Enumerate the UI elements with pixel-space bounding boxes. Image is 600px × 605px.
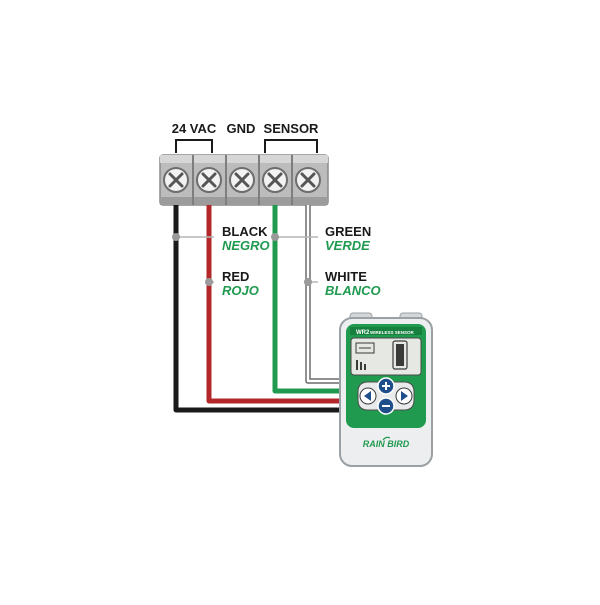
left-arrow-icon bbox=[364, 391, 371, 401]
screw-4 bbox=[262, 167, 288, 193]
bird-icon bbox=[382, 436, 391, 441]
black-label-es: NEGRO bbox=[222, 238, 270, 253]
vac-bracket bbox=[175, 139, 213, 153]
device-model: WR2 bbox=[356, 330, 370, 336]
plus-button[interactable] bbox=[377, 377, 395, 395]
right-arrow-button[interactable] bbox=[395, 387, 413, 405]
left-arrow-button[interactable] bbox=[359, 387, 377, 405]
green-wire bbox=[272, 205, 350, 394]
screw-3 bbox=[229, 167, 255, 193]
terminal-screws bbox=[163, 167, 321, 193]
right-arrow-icon bbox=[401, 391, 408, 401]
red-label-es: ROJO bbox=[222, 283, 259, 298]
black-wire bbox=[173, 205, 350, 413]
black-label: BLACK bbox=[222, 224, 268, 239]
red-wire bbox=[206, 205, 350, 404]
label-sensor: SENSOR bbox=[264, 121, 320, 136]
red-label: RED bbox=[222, 269, 249, 284]
sensor-device: WR2 WIRELESS SENSOR bbox=[339, 312, 433, 467]
screw-2 bbox=[196, 167, 222, 193]
screw-1 bbox=[163, 167, 189, 193]
white-wire bbox=[306, 205, 350, 383]
plus-icon bbox=[382, 382, 390, 390]
label-leaders bbox=[172, 233, 318, 286]
green-label: GREEN bbox=[325, 224, 371, 239]
device-dpad bbox=[357, 377, 415, 415]
minus-button[interactable] bbox=[377, 397, 395, 415]
screw-5 bbox=[295, 167, 321, 193]
sensor-bracket bbox=[264, 139, 318, 153]
white-label: WHITE bbox=[325, 269, 367, 284]
white-label-es: BLANCO bbox=[325, 283, 381, 298]
terminal-brackets bbox=[175, 139, 318, 153]
device-brand: RAIN BIRD bbox=[363, 439, 410, 449]
green-label-es: VERDE bbox=[325, 238, 370, 253]
display-icon bbox=[356, 360, 366, 370]
wires bbox=[173, 205, 350, 413]
rain-bird-logo: RAIN BIRD bbox=[363, 436, 410, 449]
label-gnd: GND bbox=[227, 121, 256, 136]
device-subtitle: WIRELESS SENSOR bbox=[370, 330, 415, 335]
label-24vac: 24 VAC bbox=[172, 121, 217, 136]
